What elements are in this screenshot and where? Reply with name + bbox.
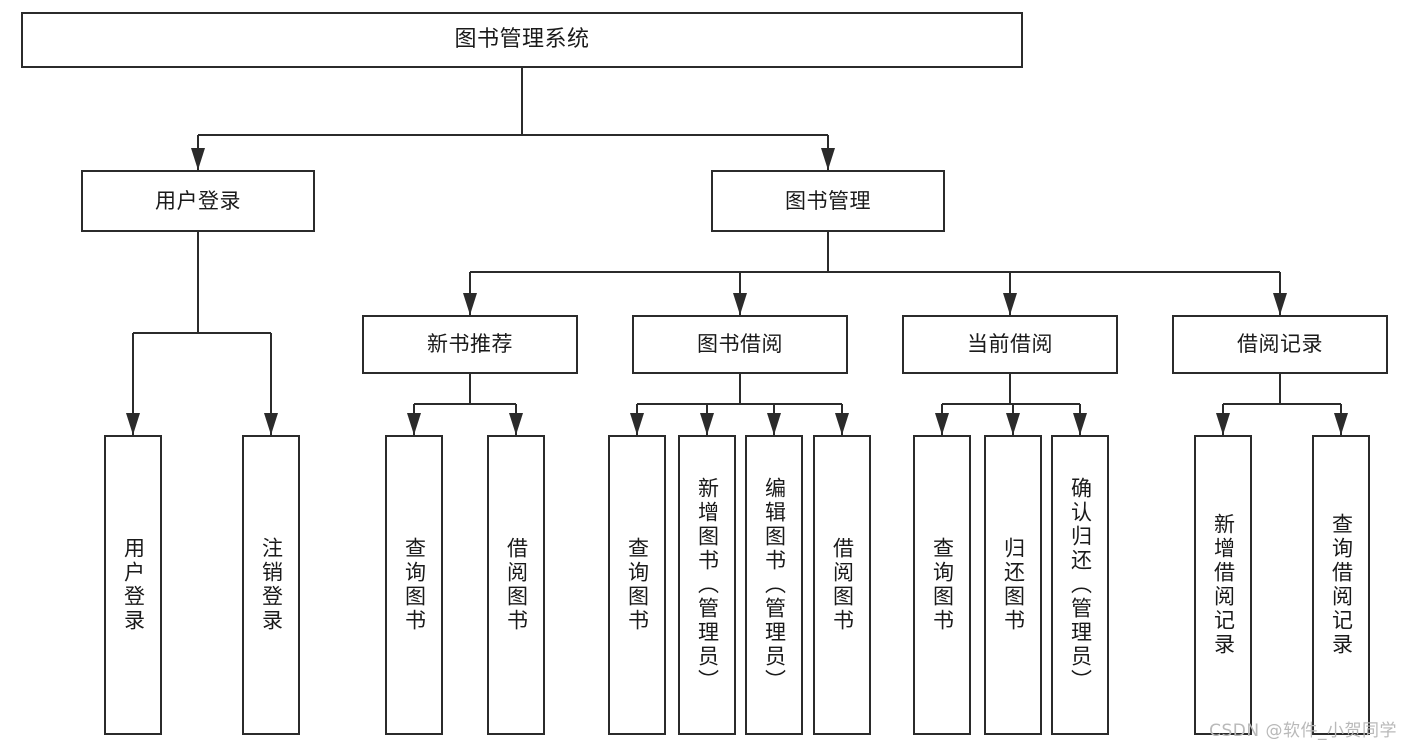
node-label: 确认归还（管理员） bbox=[1068, 477, 1093, 693]
node-borrow-record[interactable]: 借阅记录 bbox=[1172, 315, 1388, 374]
node-leaf-edit-book[interactable]: 编辑图书（管理员） bbox=[745, 435, 803, 735]
watermark-text: CSDN @软件_小贺同学 bbox=[1209, 721, 1397, 741]
node-label: 查询图书 bbox=[930, 537, 955, 633]
node-book-manage[interactable]: 图书管理 bbox=[711, 170, 945, 232]
node-label: 新增图书（管理员） bbox=[695, 477, 720, 693]
node-leaf-borrow-book-rec[interactable]: 借阅图书 bbox=[487, 435, 545, 735]
node-leaf-user-login[interactable]: 用户登录 bbox=[104, 435, 162, 735]
node-leaf-add-borrow-record[interactable]: 新增借阅记录 bbox=[1194, 435, 1252, 735]
node-root[interactable]: 图书管理系统 bbox=[21, 12, 1023, 68]
node-leaf-return-book[interactable]: 归还图书 bbox=[984, 435, 1042, 735]
node-leaf-query-book-borrow[interactable]: 查询图书 bbox=[608, 435, 666, 735]
node-label: 归还图书 bbox=[1001, 537, 1026, 633]
node-label: 查询图书 bbox=[625, 537, 650, 633]
node-leaf-borrow-book[interactable]: 借阅图书 bbox=[813, 435, 871, 735]
node-leaf-query-book-cur[interactable]: 查询图书 bbox=[913, 435, 971, 735]
node-leaf-query-borrow-record[interactable]: 查询借阅记录 bbox=[1312, 435, 1370, 735]
node-leaf-add-book[interactable]: 新增图书（管理员） bbox=[678, 435, 736, 735]
node-label: 用户登录 bbox=[121, 537, 146, 633]
node-current-borrow[interactable]: 当前借阅 bbox=[902, 315, 1118, 374]
node-leaf-query-book-rec[interactable]: 查询图书 bbox=[385, 435, 443, 735]
node-label: 图书管理 bbox=[785, 188, 871, 213]
node-label: 图书管理系统 bbox=[454, 27, 590, 53]
node-leaf-user-logout[interactable]: 注销登录 bbox=[242, 435, 300, 735]
node-label: 图书借阅 bbox=[697, 332, 783, 357]
node-new-book-rec[interactable]: 新书推荐 bbox=[362, 315, 578, 374]
node-book-borrow[interactable]: 图书借阅 bbox=[632, 315, 848, 374]
node-label: 新增借阅记录 bbox=[1211, 513, 1236, 657]
node-label: 当前借阅 bbox=[967, 332, 1053, 357]
node-label: 注销登录 bbox=[259, 537, 284, 633]
node-label: 新书推荐 bbox=[427, 332, 513, 357]
node-label: 用户登录 bbox=[155, 188, 241, 213]
node-label: 借阅图书 bbox=[504, 537, 529, 633]
node-leaf-confirm-return[interactable]: 确认归还（管理员） bbox=[1051, 435, 1109, 735]
node-user-login[interactable]: 用户登录 bbox=[81, 170, 315, 232]
node-label: 查询图书 bbox=[402, 537, 427, 633]
node-label: 查询借阅记录 bbox=[1329, 513, 1354, 657]
node-label: 借阅记录 bbox=[1237, 332, 1323, 357]
node-label: 编辑图书（管理员） bbox=[762, 477, 787, 693]
node-label: 借阅图书 bbox=[830, 537, 855, 633]
